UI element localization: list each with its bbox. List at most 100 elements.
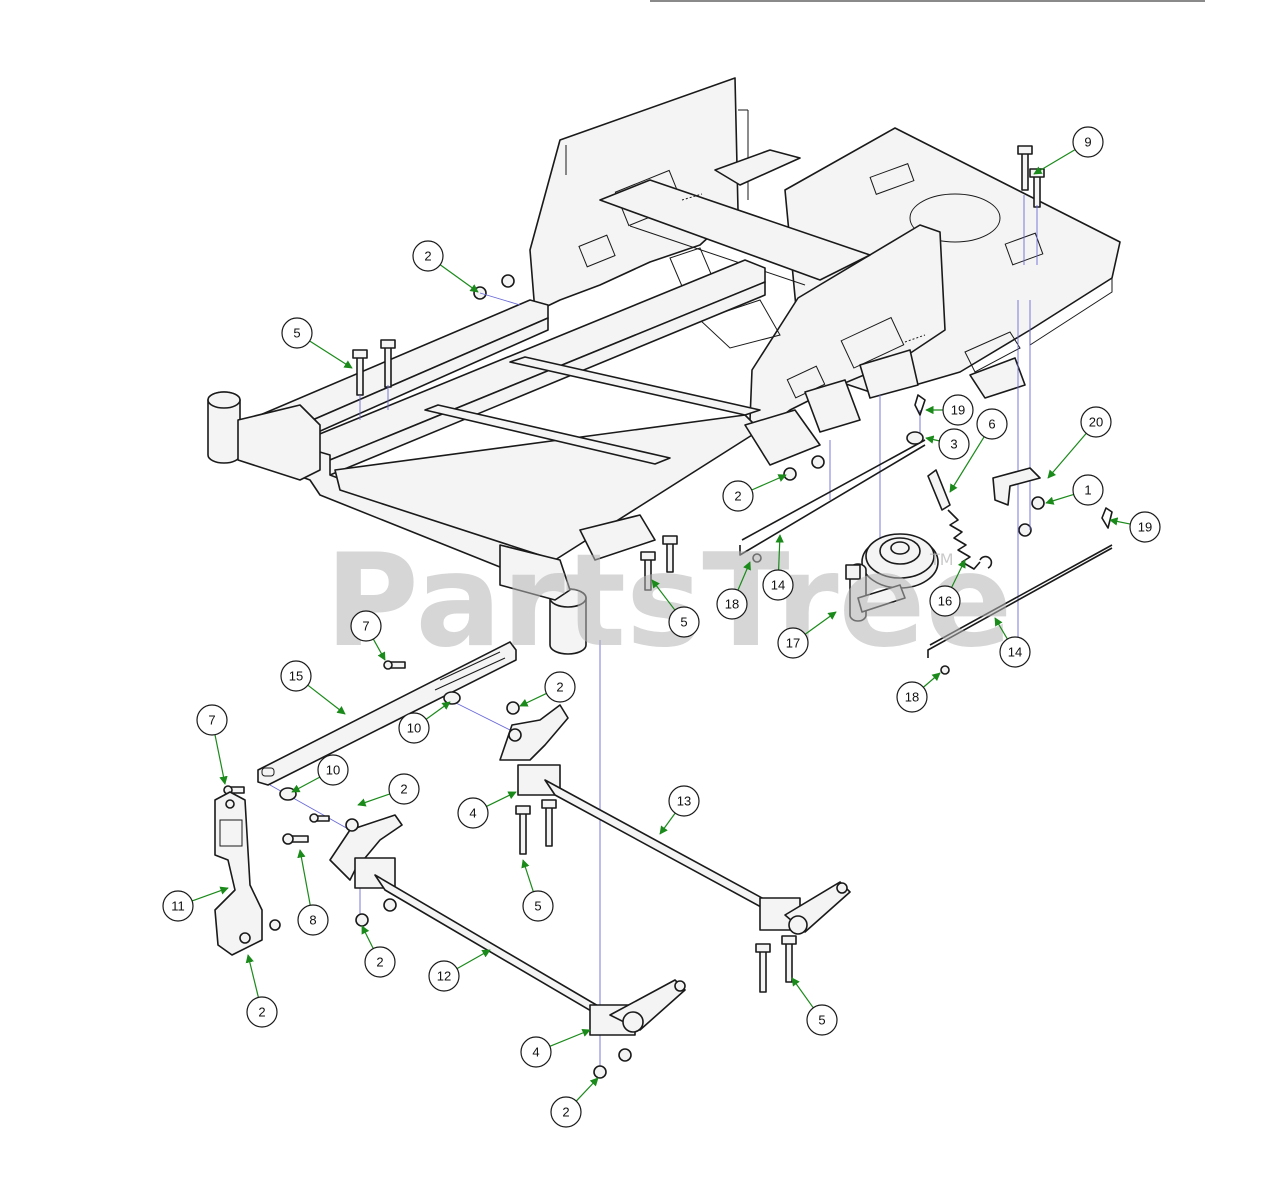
callout-4[interactable]: 4 — [457, 791, 517, 829]
callout-2[interactable]: 2 — [357, 773, 420, 807]
callout-bubble[interactable] — [1072, 474, 1104, 506]
callout-bubble[interactable] — [762, 569, 794, 601]
callout-16[interactable]: 16 — [929, 559, 966, 617]
callout-9[interactable]: 9 — [1033, 126, 1104, 175]
callout-14[interactable]: 14 — [762, 534, 794, 601]
callout-3[interactable]: 3 — [925, 428, 970, 460]
callout-leader — [651, 579, 676, 611]
callout-bubble[interactable] — [1129, 511, 1161, 543]
callout-bubble[interactable] — [999, 636, 1031, 668]
callout-leader — [357, 793, 391, 807]
callout-bubble[interactable] — [976, 408, 1008, 440]
callout-bubble[interactable] — [520, 1036, 552, 1068]
callout-bubble[interactable] — [1080, 406, 1112, 438]
callout-leader — [372, 638, 386, 661]
control-arm-15 — [223, 641, 517, 801]
callout-2[interactable]: 2 — [722, 474, 787, 512]
callout-5[interactable]: 5 — [651, 579, 700, 638]
watermark-tm: TM — [929, 550, 954, 569]
callout-bubble[interactable] — [428, 960, 460, 992]
callout-number: 4 — [469, 806, 476, 821]
callout-bubble[interactable] — [896, 681, 928, 713]
callout-14[interactable]: 14 — [994, 617, 1031, 668]
callout-2[interactable]: 2 — [550, 1077, 599, 1128]
callout-2[interactable]: 2 — [245, 954, 278, 1028]
callout-bubble[interactable] — [364, 946, 396, 978]
callout-number: 4 — [532, 1045, 539, 1060]
callout-leader — [922, 672, 941, 688]
callout-leader — [361, 925, 374, 949]
callout-20[interactable]: 20 — [1047, 406, 1112, 479]
callout-bubble[interactable] — [457, 797, 489, 829]
callout-bubble[interactable] — [246, 996, 278, 1028]
callout-number: 18 — [905, 690, 919, 705]
callout-4[interactable]: 4 — [520, 1028, 591, 1068]
callout-19[interactable]: 19 — [925, 394, 974, 426]
callout-1[interactable]: 1 — [1045, 474, 1104, 506]
callout-bubble[interactable] — [668, 785, 700, 817]
callout-leader — [575, 1077, 599, 1102]
callout-10[interactable]: 10 — [291, 754, 349, 793]
shaft-13 — [499, 701, 851, 993]
callout-6[interactable]: 6 — [949, 408, 1008, 493]
callout-bubble[interactable] — [297, 904, 329, 936]
callout-bubble[interactable] — [550, 1096, 582, 1128]
callout-15[interactable]: 15 — [280, 660, 346, 715]
callout-bubble[interactable] — [938, 428, 970, 460]
callout-leader — [191, 886, 229, 902]
callout-bubble[interactable] — [716, 588, 748, 620]
callout-leader — [1109, 517, 1131, 526]
callout-leader — [1047, 432, 1087, 479]
callout-18[interactable]: 18 — [716, 561, 751, 620]
callout-19[interactable]: 19 — [1109, 511, 1161, 543]
callout-number: 5 — [818, 1013, 825, 1028]
callout-bubble[interactable] — [929, 585, 961, 617]
callout-18[interactable]: 18 — [896, 672, 941, 713]
callout-number: 2 — [734, 489, 741, 504]
callout-bubble[interactable] — [350, 610, 382, 642]
callout-bubble[interactable] — [162, 890, 194, 922]
callout-bubble[interactable] — [668, 606, 700, 638]
callout-leader — [521, 859, 534, 892]
callout-bubble[interactable] — [522, 890, 554, 922]
callout-leader — [1033, 149, 1076, 175]
callout-2[interactable]: 2 — [519, 671, 576, 707]
callout-bubble[interactable] — [281, 317, 313, 349]
callout-leader — [439, 264, 479, 293]
callout-bubble[interactable] — [412, 240, 444, 272]
callout-bubble[interactable] — [1072, 126, 1104, 158]
callout-leader — [737, 561, 751, 591]
callout-bubble[interactable] — [777, 627, 809, 659]
callout-bubble[interactable] — [942, 394, 974, 426]
callout-12[interactable]: 12 — [428, 949, 491, 992]
callout-bubble[interactable] — [544, 671, 576, 703]
callout-7[interactable]: 7 — [196, 704, 228, 785]
callout-leader — [486, 791, 517, 807]
callout-11[interactable]: 11 — [162, 886, 229, 922]
callout-leader — [804, 611, 837, 635]
callout-leader — [309, 340, 353, 369]
callout-number: 12 — [437, 969, 451, 984]
callout-number: 16 — [938, 594, 952, 609]
callout-bubble[interactable] — [722, 480, 754, 512]
callout-bubble[interactable] — [388, 773, 420, 805]
callout-8[interactable]: 8 — [297, 849, 329, 936]
callout-bubble[interactable] — [280, 660, 312, 692]
callout-7[interactable]: 7 — [350, 610, 386, 661]
callout-2[interactable]: 2 — [412, 240, 479, 293]
callout-number: 8 — [309, 913, 316, 928]
callout-bubble[interactable] — [398, 712, 430, 744]
callout-10[interactable]: 10 — [398, 701, 451, 744]
callout-number: 2 — [424, 249, 431, 264]
callout-2[interactable]: 2 — [361, 925, 396, 978]
callout-5[interactable]: 5 — [521, 859, 554, 922]
callout-5[interactable]: 5 — [281, 317, 353, 369]
callout-bubble[interactable] — [806, 1004, 838, 1036]
callout-5[interactable]: 5 — [791, 977, 838, 1036]
callout-17[interactable]: 17 — [777, 611, 837, 659]
callout-bubble[interactable] — [317, 754, 349, 786]
callout-bubble[interactable] — [196, 704, 228, 736]
callout-13[interactable]: 13 — [659, 785, 700, 835]
